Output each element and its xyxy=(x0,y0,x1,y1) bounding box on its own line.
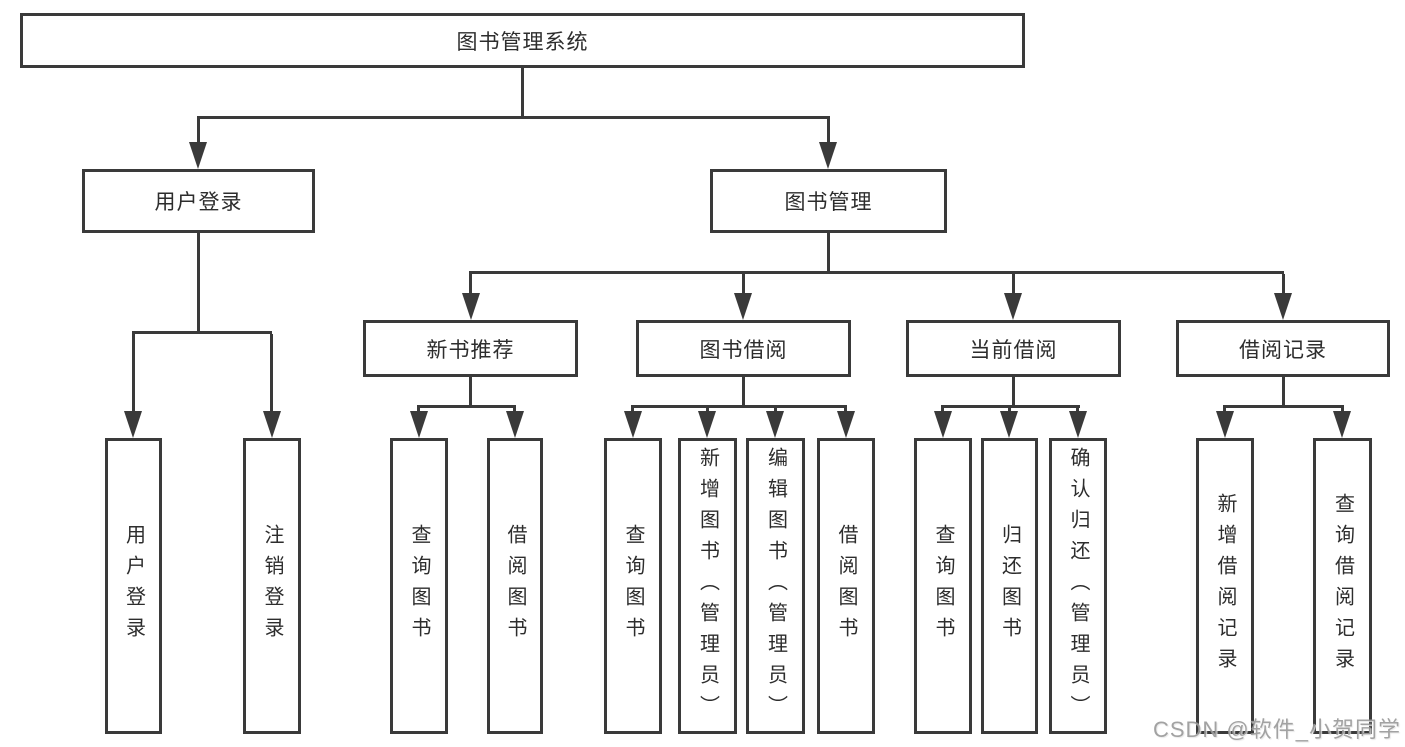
leaf-user-login: 用户登录 xyxy=(105,438,162,734)
node-new-book-recommend: 新书推荐 xyxy=(363,320,578,377)
leaf-label: 注销登录 xyxy=(261,524,283,648)
leaf-label: 新增借阅记录 xyxy=(1214,493,1236,679)
leaf-label: 确认归还（管理员） xyxy=(1067,446,1089,726)
leaf-borrow-books-recommend: 借阅图书 xyxy=(487,438,543,734)
connector-arrowhead xyxy=(698,411,716,438)
node-label: 当前借阅 xyxy=(969,338,1058,362)
node-label: 新书推荐 xyxy=(426,338,515,362)
leaf-label: 查询图书 xyxy=(408,524,430,648)
connector-line xyxy=(197,119,200,145)
node-label: 图书管理 xyxy=(784,191,873,214)
connector-line xyxy=(1012,377,1015,407)
leaf-confirm-return-admin: 确认归还（管理员） xyxy=(1049,438,1107,734)
leaf-label: 新增图书（管理员） xyxy=(696,446,719,726)
node-library-management-system: 图书管理系统 xyxy=(20,13,1025,68)
connector-arrowhead xyxy=(1333,411,1351,438)
leaf-query-borrow-record: 查询借阅记录 xyxy=(1313,438,1372,734)
node-user-login: 用户登录 xyxy=(82,169,315,233)
csdn-watermark: CSDN @软件_小贺同学 xyxy=(1152,717,1401,742)
leaf-label: 查询借阅记录 xyxy=(1331,493,1354,679)
leaf-label: 用户登录 xyxy=(122,524,145,648)
connector-line xyxy=(270,334,273,416)
connector-arrowhead xyxy=(1004,293,1022,320)
connector-arrowhead xyxy=(837,411,855,438)
connector-line xyxy=(132,334,135,416)
leaf-add-books-admin: 新增图书（管理员） xyxy=(678,438,737,734)
connector-line xyxy=(469,274,472,295)
leaf-logout: 注销登录 xyxy=(243,438,301,734)
leaf-label: 查询图书 xyxy=(622,524,644,648)
connector-line xyxy=(197,116,830,119)
connector-arrowhead xyxy=(1069,411,1087,438)
leaf-add-borrow-record: 新增借阅记录 xyxy=(1196,438,1254,734)
connector-arrowhead xyxy=(1000,411,1018,438)
connector-arrowhead xyxy=(934,411,952,438)
node-label: 用户登录 xyxy=(154,191,243,214)
node-label: 图书借阅 xyxy=(699,338,788,362)
connector-line xyxy=(1282,377,1285,407)
connector-line xyxy=(521,68,524,117)
connector-arrowhead xyxy=(462,293,480,320)
connector-arrowhead xyxy=(624,411,642,438)
connector-line xyxy=(941,405,1080,408)
leaf-query-books-current: 查询图书 xyxy=(914,438,972,734)
connector-line xyxy=(742,274,745,295)
connector-arrowhead xyxy=(263,411,281,438)
connector-line xyxy=(417,405,516,408)
node-book-borrowing: 图书借阅 xyxy=(636,320,851,377)
leaf-label: 编辑图书（管理员） xyxy=(764,446,787,726)
leaf-label: 借阅图书 xyxy=(835,524,857,648)
connector-line xyxy=(1223,405,1344,408)
leaf-label: 借阅图书 xyxy=(504,524,526,648)
connector-arrowhead xyxy=(124,411,142,438)
connector-arrowhead xyxy=(1216,411,1234,438)
connector-line xyxy=(132,331,272,334)
connector-line xyxy=(742,377,745,407)
connector-line xyxy=(469,271,1284,274)
connector-line xyxy=(827,119,830,145)
connector-line xyxy=(197,233,200,333)
leaf-label: 查询图书 xyxy=(932,524,954,648)
node-borrow-records: 借阅记录 xyxy=(1176,320,1390,377)
connector-arrowhead xyxy=(734,293,752,320)
node-current-borrowing: 当前借阅 xyxy=(906,320,1121,377)
connector-line xyxy=(1282,274,1285,295)
node-label: 图书管理系统 xyxy=(456,30,589,54)
connector-arrowhead xyxy=(410,411,428,438)
connector-line xyxy=(827,233,830,273)
leaf-query-books-borrowing: 查询图书 xyxy=(604,438,662,734)
connector-arrowhead xyxy=(819,142,837,169)
leaf-edit-books-admin: 编辑图书（管理员） xyxy=(746,438,805,734)
leaf-label: 归还图书 xyxy=(998,524,1021,648)
connector-line xyxy=(1012,274,1015,295)
connector-arrowhead xyxy=(189,142,207,169)
leaf-return-books: 归还图书 xyxy=(981,438,1038,734)
leaf-query-books-recommend: 查询图书 xyxy=(390,438,448,734)
connector-arrowhead xyxy=(1274,293,1292,320)
leaf-borrow-books-borrowing: 借阅图书 xyxy=(817,438,875,734)
connector-arrowhead xyxy=(766,411,784,438)
connector-arrowhead xyxy=(506,411,524,438)
connector-line xyxy=(469,377,472,407)
node-label: 借阅记录 xyxy=(1239,338,1327,362)
connector-line xyxy=(631,405,847,408)
node-book-management: 图书管理 xyxy=(710,169,947,233)
